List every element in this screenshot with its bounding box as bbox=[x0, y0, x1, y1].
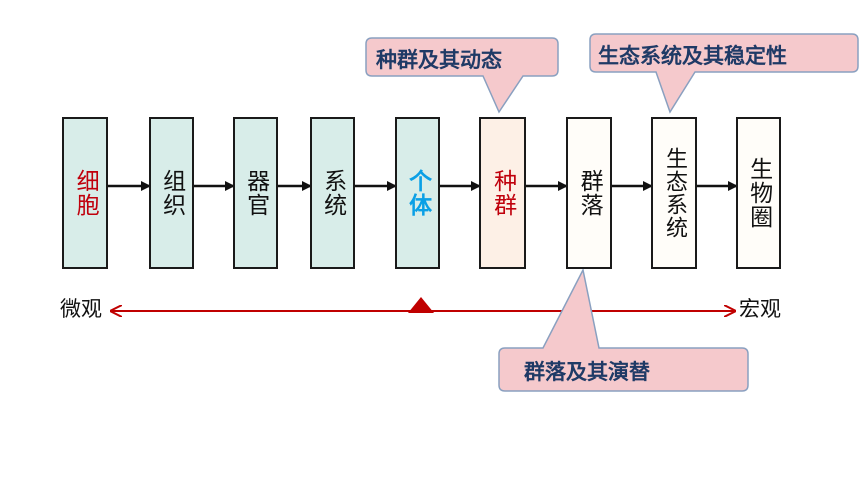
level-label-community: 群落 bbox=[576, 169, 603, 217]
level-label-system: 系统 bbox=[319, 169, 346, 217]
level-label-cell: 细胞 bbox=[72, 169, 99, 217]
callout-population-bubble bbox=[365, 37, 559, 114]
scale-pivot-triangle bbox=[408, 297, 434, 313]
level-box-community: 群落 bbox=[566, 117, 612, 269]
level-label-organ: 器官 bbox=[242, 169, 269, 217]
level-label-biosphere: 生物圈 bbox=[745, 157, 772, 229]
callout-ecosystem-text: 生态系统及其稳定性 bbox=[598, 43, 787, 68]
level-label-individual: 个体 bbox=[404, 169, 431, 217]
callout-population-text: 种群及其动态 bbox=[376, 47, 502, 72]
level-box-system: 系统 bbox=[310, 117, 355, 269]
level-label-tissue: 组织 bbox=[158, 169, 185, 217]
scale-micro-label: 微观 bbox=[60, 297, 102, 321]
level-label-ecosystem: 生态系统 bbox=[662, 147, 687, 239]
level-label-population: 种群 bbox=[489, 169, 516, 217]
level-box-population: 种群 bbox=[479, 117, 526, 269]
level-box-biosphere: 生物圈 bbox=[736, 117, 781, 269]
callout-ecosystem-bubble bbox=[589, 33, 859, 114]
level-box-cell: 细胞 bbox=[62, 117, 108, 269]
level-box-tissue: 组织 bbox=[149, 117, 194, 269]
callout-community-text: 群落及其演替 bbox=[524, 359, 650, 384]
level-box-organ: 器官 bbox=[233, 117, 278, 269]
level-box-individual: 个体 bbox=[395, 117, 440, 269]
callout-community-bubble bbox=[498, 267, 749, 392]
scale-macro-label: 宏观 bbox=[739, 297, 781, 321]
level-box-ecosystem: 生态系统 bbox=[651, 117, 697, 269]
